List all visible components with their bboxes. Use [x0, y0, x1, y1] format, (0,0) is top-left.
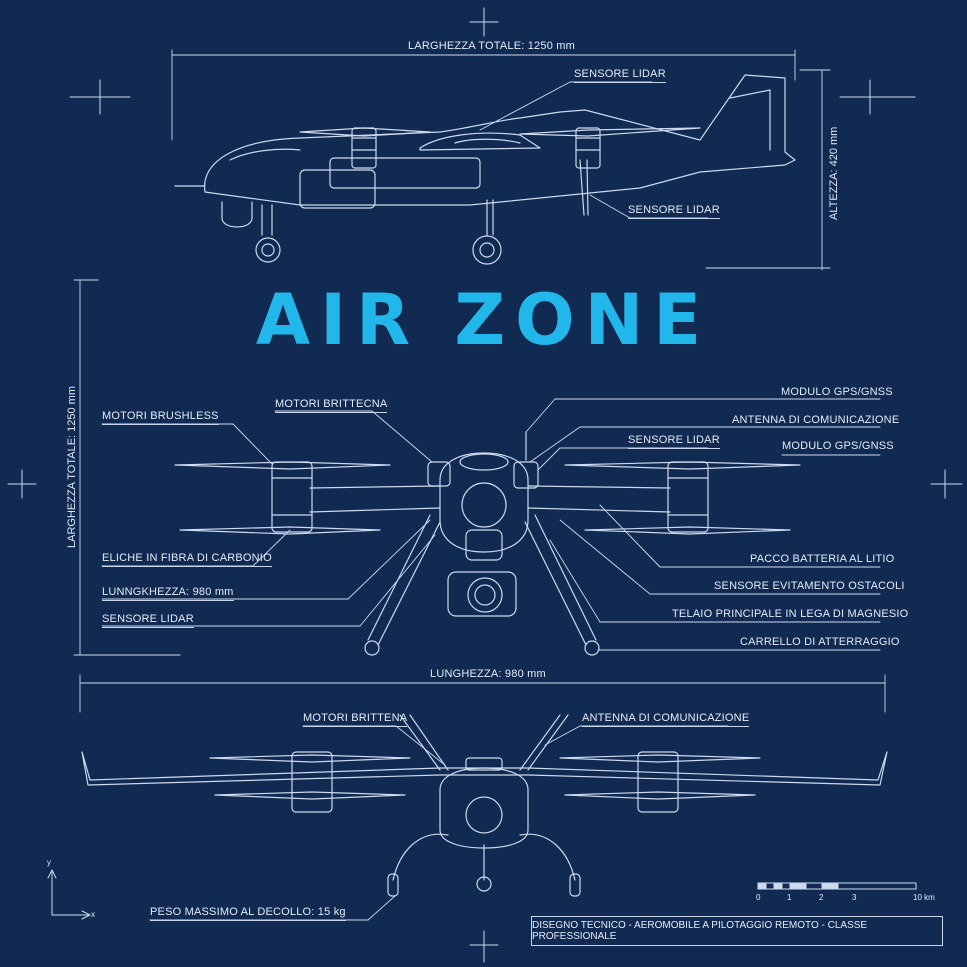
side-view-aircraft	[174, 74, 796, 265]
label-antenna-rear: ANTENNA DI COMUNICAZIONE	[582, 712, 750, 727]
scale-tick: 0	[756, 893, 761, 902]
page-title: AIR ZONE	[255, 279, 712, 361]
label-sensore-lidar-left: SENSORE LIDAR	[102, 613, 194, 628]
scale-bar	[757, 882, 917, 890]
label-evitamento: SENSORE EVITAMENTO OSTACOLI	[714, 580, 905, 592]
scale-tick: 1	[787, 893, 792, 902]
label-antenna: ANTENNA DI COMUNICAZIONE	[732, 414, 900, 426]
label-gps-2: MODULO GPS/GNSS	[782, 440, 894, 452]
label-batteria: PACCO BATTERIA AL LITIO	[750, 553, 895, 565]
scale-tick: 2	[819, 893, 824, 902]
rear-view-drone	[81, 714, 888, 897]
side-lidar-bottom-label: SENSORE LIDAR	[628, 204, 720, 219]
registration-marks	[7, 7, 963, 963]
label-motori-brittecna: MOTORI BRITTECNA	[275, 398, 388, 413]
scale-tick: 10 km	[913, 893, 935, 902]
side-lidar-top-label: SENSORE LIDAR	[574, 68, 666, 83]
footer-title-block: DISEGNO TECNICO - AEROMOBILE A PILOTAGGI…	[531, 916, 943, 946]
label-sensore-lidar-right: SENSORE LIDAR	[628, 434, 720, 449]
front-view-drone	[174, 431, 801, 656]
label-gps-1: MODULO GPS/GNSS	[781, 386, 893, 398]
axis-x-label: x	[91, 910, 95, 919]
front-vertical-label: LARGHEZZA TOTALE: 1250 mm	[66, 386, 78, 548]
label-peso: PESO MASSIMO AL DECOLLO: 15 kg	[150, 906, 346, 921]
side-height-label: ALTEZZA: 420 mm	[828, 126, 840, 220]
axes-indicator	[47, 869, 91, 920]
scale-tick: 3	[852, 893, 857, 902]
front-view-leaders	[73, 279, 886, 713]
label-eliche: ELICHE IN FIBRA DI CARBONIO	[102, 552, 272, 567]
label-motori-brittena: MOTORI BRITTENA	[303, 712, 408, 727]
side-view-dimensions	[171, 49, 831, 271]
label-motori-brushless: MOTORI BRUSHLESS	[102, 410, 219, 425]
axis-y-label: y	[47, 858, 51, 867]
label-lunghezza-left: LUNNGKHEZZA: 980 mm	[102, 586, 234, 601]
front-length-label: LUNGHEZZA: 980 mm	[430, 668, 546, 680]
side-width-label: LARGHEZZA TOTALE: 1250 mm	[408, 40, 575, 52]
label-telaio: TELAIO PRINCIPALE IN LEGA DI MAGNESIO	[672, 608, 909, 620]
label-carrello: CARRELLO DI ATTERRAGGIO	[740, 636, 900, 648]
